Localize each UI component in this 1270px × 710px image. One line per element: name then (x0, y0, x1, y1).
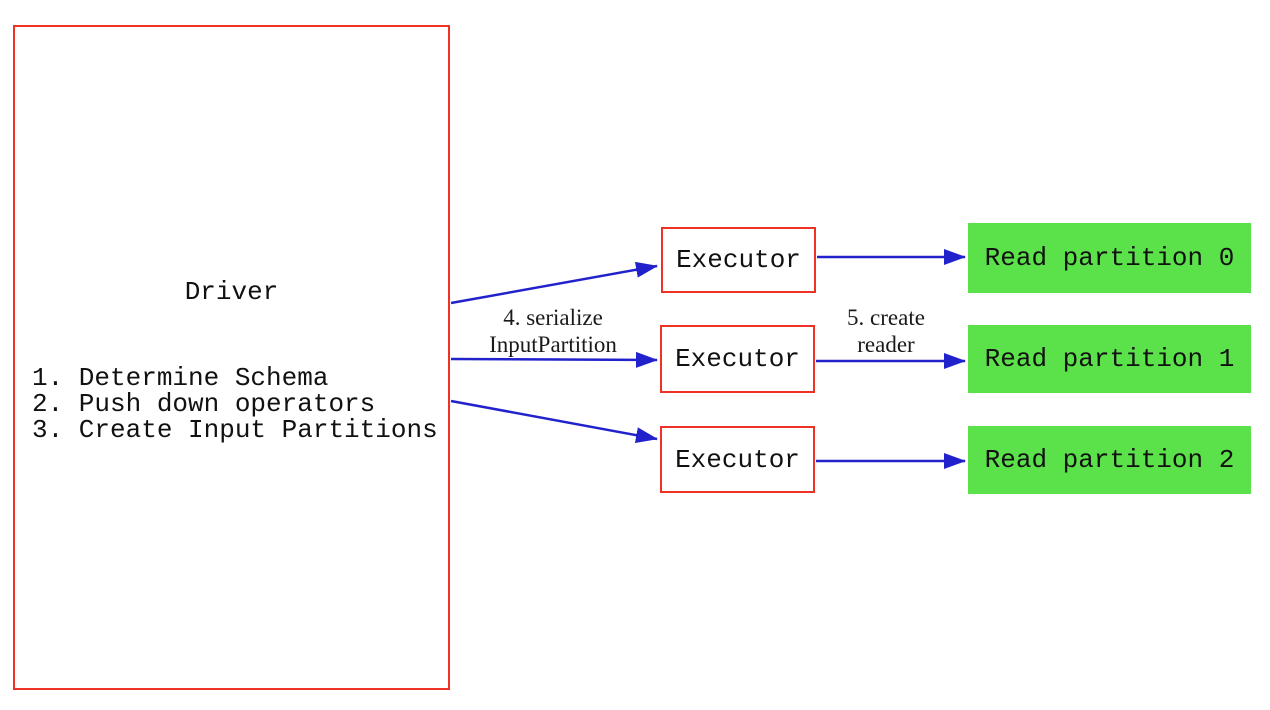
arrow-driver-to-executor-2 (450, 399, 658, 444)
read-partition-label-2: Read partition 2 (984, 445, 1235, 475)
driver-step-3: 3. Create Input Partitions (32, 415, 438, 445)
driver-steps-list: 1. Determine Schema 2. Push down operato… (32, 365, 438, 443)
executor-box-2: Executor (660, 426, 815, 493)
arrow-label-serialize-inputpartition: 4. serialize InputPartition (448, 304, 658, 358)
executor-label-0: Executor (676, 245, 801, 275)
executor-label-2: Executor (675, 444, 800, 475)
driver-step-1: 1. Determine Schema (32, 363, 329, 393)
arrow-label-serialize-line2: InputPartition (489, 332, 617, 357)
executor-box-1: Executor (660, 325, 815, 393)
read-partition-label-1: Read partition 1 (984, 344, 1235, 374)
arrow-label-create-reader-line1: 5. create (847, 305, 925, 330)
executor-box-0: Executor (661, 227, 816, 293)
arrow-driver-to-executor-1 (450, 351, 658, 368)
read-partition-box-1: Read partition 1 (968, 325, 1251, 393)
read-partition-box-2: Read partition 2 (968, 426, 1251, 494)
arrow-label-create-reader-line2: reader (857, 332, 915, 357)
driver-title: Driver (184, 277, 279, 307)
driver-box: Driver 1. Determine Schema 2. Push down … (13, 25, 450, 690)
arrow-label-serialize-line1: 4. serialize (503, 305, 603, 330)
arrow-driver-to-executor-0 (450, 261, 658, 305)
read-partition-box-0: Read partition 0 (968, 223, 1251, 293)
read-partition-label-0: Read partition 0 (984, 243, 1235, 273)
arrow-label-create-reader: 5. create reader (781, 304, 991, 358)
driver-step-2: 2. Push down operators (32, 389, 376, 419)
executor-label-1: Executor (675, 344, 800, 374)
